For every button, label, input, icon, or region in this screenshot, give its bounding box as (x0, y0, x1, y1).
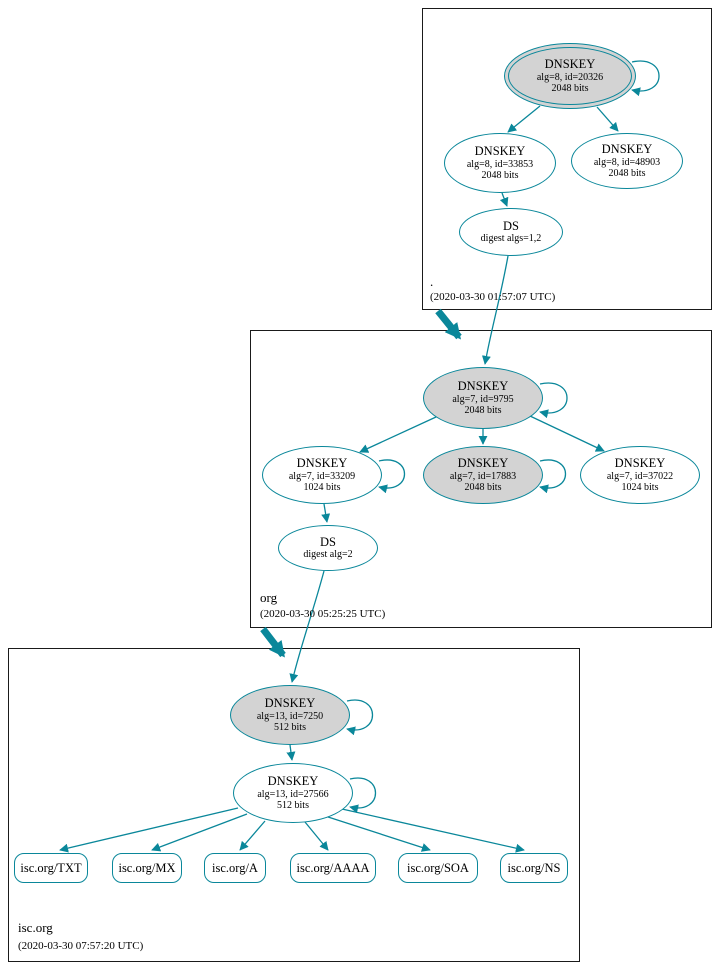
ds-node-root[interactable]: DS digest algs=1,2 (459, 208, 563, 256)
node-title: DS (320, 534, 336, 549)
rrset-label: isc.org/TXT (20, 860, 82, 875)
dnskey-node-ksk-9795[interactable]: DNSKEY alg=7, id=9795 2048 bits (423, 367, 543, 429)
dnskey-node-zsk-33209[interactable]: DNSKEY alg=7, id=33209 1024 bits (262, 446, 382, 504)
dnskey-node-zsk-33853[interactable]: DNSKEY alg=8, id=33853 2048 bits (444, 133, 556, 193)
node-title: DNSKEY (601, 141, 653, 156)
rrset-node-mx[interactable]: isc.org/MX (112, 853, 182, 883)
dnskey-node-ksk-7250[interactable]: DNSKEY alg=13, id=7250 512 bits (230, 685, 350, 745)
node-title: DNSKEY (457, 455, 509, 470)
node-alg-id: alg=8, id=48903 (593, 156, 661, 168)
dnskey-node-zsk-37022[interactable]: DNSKEY alg=7, id=37022 1024 bits (580, 446, 700, 504)
node-digest: digest alg=2 (303, 549, 353, 561)
node-bits: 1024 bits (621, 482, 659, 494)
node-bits: 512 bits (277, 800, 309, 812)
node-alg-id: alg=13, id=27566 (257, 788, 329, 800)
rrset-node-ns[interactable]: isc.org/NS (500, 853, 568, 883)
rrset-label: isc.org/SOA (407, 860, 469, 875)
node-bits: 2048 bits (464, 405, 502, 417)
zone-name-root: . (430, 274, 434, 289)
node-alg-id: alg=8, id=20326 (536, 71, 604, 83)
rrset-label: isc.org/NS (507, 860, 561, 875)
node-bits: 512 bits (274, 722, 306, 734)
rrset-label: isc.org/AAAA (296, 860, 370, 875)
rrset-node-txt[interactable]: isc.org/TXT (14, 853, 88, 883)
dnskey-node-zsk-27566[interactable]: DNSKEY alg=13, id=27566 512 bits (233, 763, 353, 823)
ds-node-org[interactable]: DS digest alg=2 (278, 525, 378, 571)
node-alg-id: alg=7, id=33209 (288, 470, 356, 482)
zone-timestamp-isc-org: (2020-03-30 07:57:20 UTC) (18, 940, 144, 952)
node-digest: digest algs=1,2 (480, 233, 542, 245)
node-title: DNSKEY (267, 773, 319, 788)
dnskey-node-ksk-17883[interactable]: DNSKEY alg=7, id=17883 2048 bits (423, 446, 543, 504)
rrset-label: isc.org/MX (118, 860, 176, 875)
node-bits: 1024 bits (303, 482, 341, 494)
node-bits: 2048 bits (464, 482, 502, 494)
node-title: DNSKEY (544, 56, 596, 71)
node-title: DS (503, 218, 519, 233)
node-title: DNSKEY (296, 455, 348, 470)
node-alg-id: alg=7, id=37022 (606, 470, 674, 482)
node-title: DNSKEY (457, 378, 509, 393)
dnskey-node-ksk-20326[interactable]: DNSKEY alg=8, id=20326 2048 bits (504, 43, 636, 109)
zone-timestamp-org: (2020-03-30 05:25:25 UTC) (260, 608, 386, 620)
node-bits: 2048 bits (481, 170, 519, 182)
dnskey-node-zsk-48903[interactable]: DNSKEY alg=8, id=48903 2048 bits (571, 133, 683, 189)
node-title: DNSKEY (264, 695, 316, 710)
node-alg-id: alg=13, id=7250 (256, 710, 324, 722)
zone-box-org (250, 330, 712, 628)
zone-box-root (422, 8, 712, 310)
rrset-node-aaaa[interactable]: isc.org/AAAA (290, 853, 376, 883)
zone-name-isc-org: isc.org (18, 920, 53, 935)
zone-name-org: org (260, 590, 278, 605)
node-alg-id: alg=8, id=33853 (466, 158, 534, 170)
node-title: DNSKEY (474, 143, 526, 158)
zone-timestamp-root: (2020-03-30 01:57:07 UTC) (430, 291, 556, 303)
node-bits: 2048 bits (608, 168, 646, 180)
node-alg-id: alg=7, id=9795 (452, 393, 514, 405)
node-bits: 2048 bits (551, 83, 589, 95)
node-alg-id: alg=7, id=17883 (449, 470, 517, 482)
rrset-node-soa[interactable]: isc.org/SOA (398, 853, 478, 883)
rrset-label: isc.org/A (212, 860, 258, 875)
rrset-node-a[interactable]: isc.org/A (204, 853, 266, 883)
node-title: DNSKEY (614, 455, 666, 470)
